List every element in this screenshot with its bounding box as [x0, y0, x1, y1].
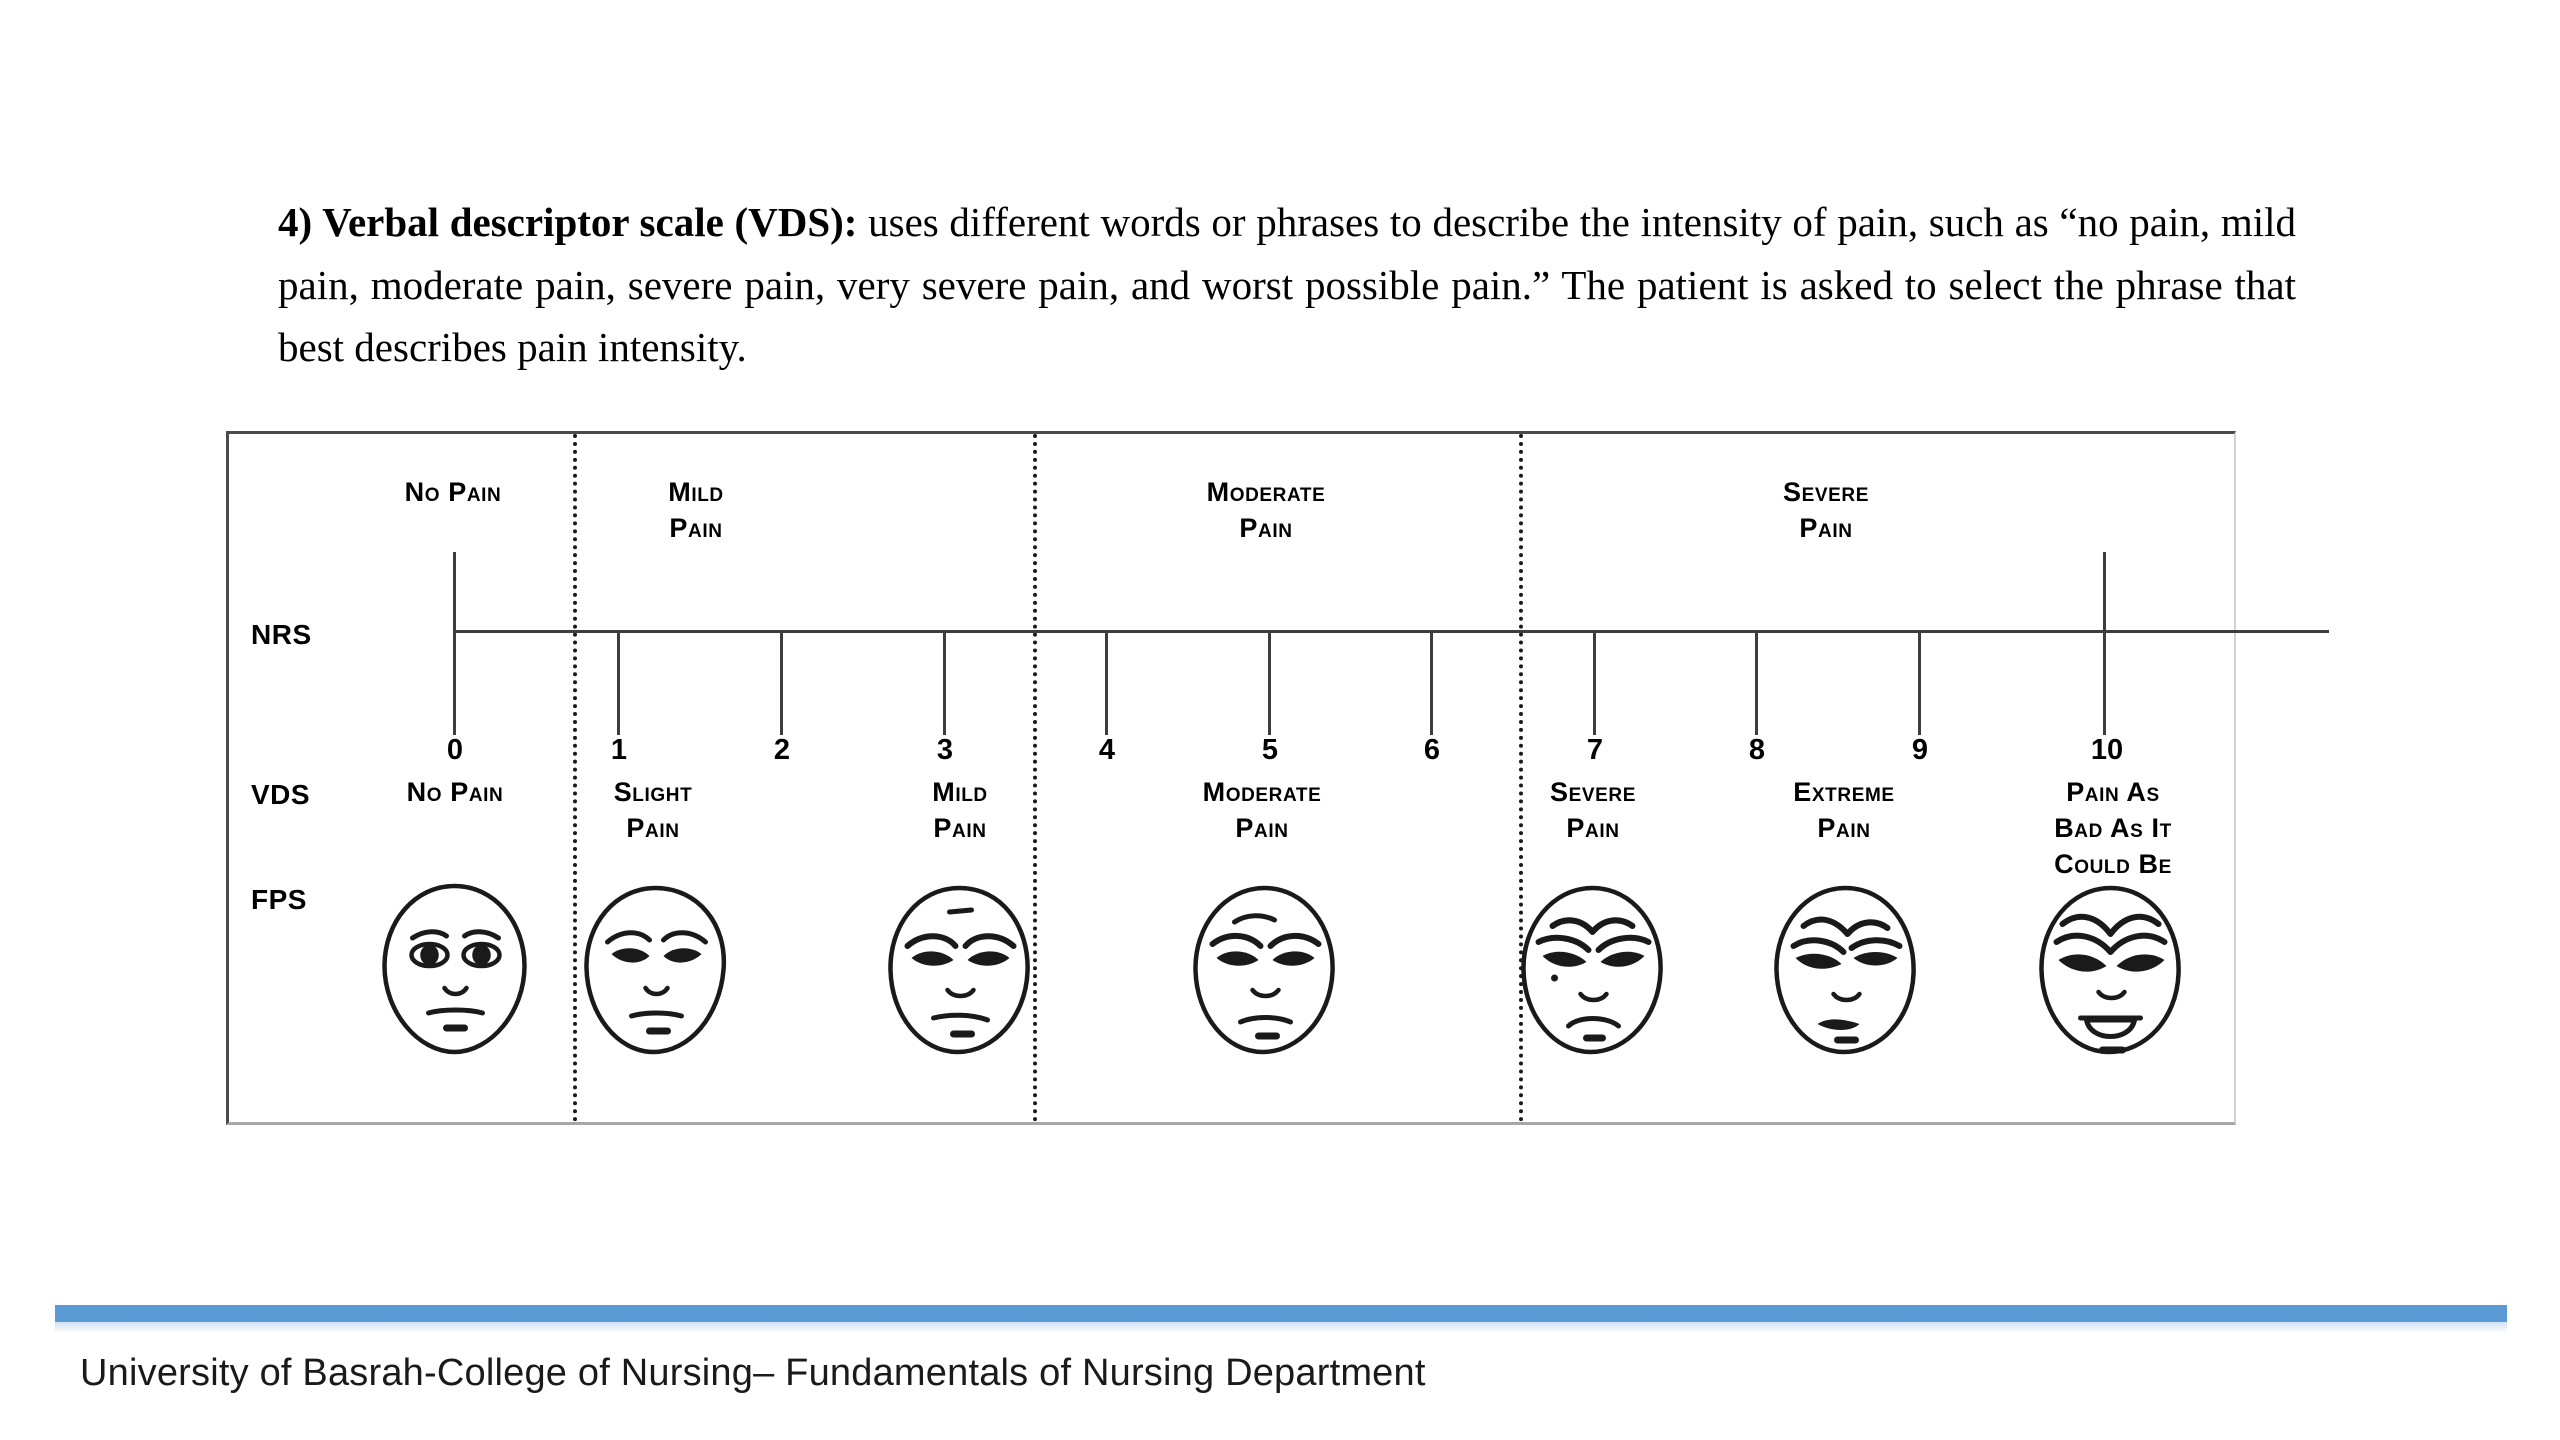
nrs-tick-8	[1755, 630, 1758, 735]
nrs-axis-line	[453, 630, 2329, 633]
vds-label-extreme: Extreme Pain	[1793, 777, 1895, 844]
footer-text: University of Basrah-College of Nursing–…	[80, 1352, 1426, 1394]
nrs-number-3: 3	[936, 734, 954, 766]
face-mild-pain-icon	[878, 876, 1043, 1061]
footer-accent-bar	[55, 1305, 2507, 1322]
nrs-tick-6	[1430, 630, 1433, 735]
paragraph-lead: 4) Verbal descriptor scale (VDS):	[278, 199, 858, 245]
footer-accent-glow	[55, 1322, 2507, 1333]
vds-label-slight: Slight Pain	[613, 777, 693, 844]
pain-scale-figure: NRS VDS FPS No Pain Mild Pain Moderate P…	[226, 431, 2329, 1125]
face-no-pain-icon	[373, 876, 538, 1061]
row-legend-vds: VDS	[251, 779, 311, 810]
nrs-number-8: 8	[1748, 734, 1766, 766]
nrs-number-10: 10	[2090, 734, 2124, 766]
nrs-number-0: 0	[446, 734, 464, 766]
paragraph-body: uses different words or phrases to descr…	[278, 199, 2296, 371]
nrs-number-2: 2	[773, 734, 791, 766]
band-divider-1	[573, 434, 577, 1122]
nrs-tick-10	[2103, 552, 2106, 735]
nrs-number-7: 7	[1586, 734, 1604, 766]
lesson-paragraph: 4) Verbal descriptor scale (VDS): uses d…	[278, 191, 2296, 379]
band-divider-2	[1033, 434, 1037, 1122]
face-extreme-pain-icon	[1764, 876, 1929, 1061]
nrs-tick-7	[1593, 630, 1596, 735]
nrs-tick-3	[943, 630, 946, 735]
nrs-number-4: 4	[1098, 734, 1116, 766]
band-heading-severe: Severe Pain	[1782, 477, 1870, 544]
band-heading-moderate: Moderate Pain	[1206, 477, 1326, 544]
nrs-number-1: 1	[610, 734, 628, 766]
face-slight-pain-icon	[574, 876, 739, 1061]
face-severe-pain-icon	[1511, 876, 1676, 1061]
nrs-number-9: 9	[1911, 734, 1929, 766]
band-heading-mild: Mild Pain	[668, 477, 724, 544]
row-legend-fps: FPS	[251, 884, 307, 915]
band-divider-3	[1519, 434, 1523, 1122]
nrs-number-6: 6	[1423, 734, 1441, 766]
band-heading-no-pain: No Pain	[404, 477, 502, 507]
nrs-tick-9	[1918, 630, 1921, 735]
nrs-tick-5	[1268, 630, 1271, 735]
nrs-tick-1	[617, 630, 620, 735]
vds-label-worst: Pain As Bad As It Could Be	[2054, 777, 2172, 880]
nrs-tick-4	[1105, 630, 1108, 735]
row-legend-nrs: NRS	[251, 619, 312, 650]
nrs-tick-2	[780, 630, 783, 735]
face-moderate-pain-icon	[1183, 876, 1348, 1061]
vds-label-moderate: Moderate Pain	[1202, 777, 1322, 844]
face-worst-pain-icon	[2029, 876, 2194, 1061]
vds-label-mild: Mild Pain	[932, 777, 988, 844]
vds-label-no-pain: No Pain	[406, 777, 504, 807]
nrs-tick-0	[453, 552, 456, 735]
vds-label-severe: Severe Pain	[1549, 777, 1637, 844]
nrs-number-5: 5	[1261, 734, 1279, 766]
